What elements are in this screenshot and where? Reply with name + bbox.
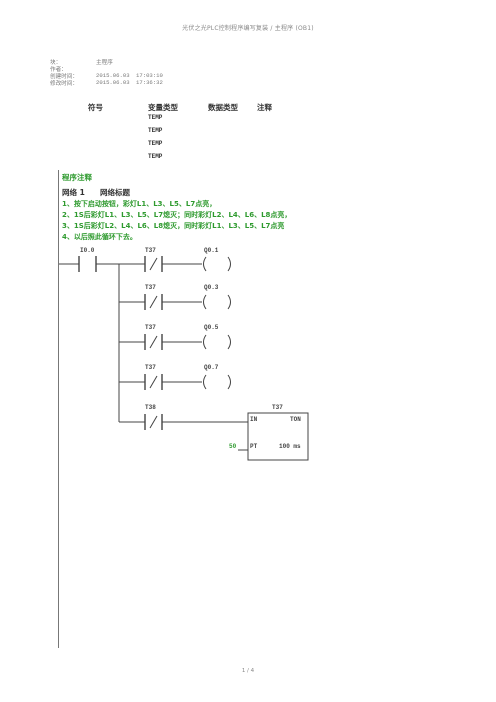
branch-contact-label: T37 [145,324,156,331]
symbol-table-header-var-type: 变量类型 [148,103,178,112]
meta-modified-time: 17:36:32 [136,79,163,86]
contact-label-main: I0.0 [80,247,95,254]
coil-right [227,256,231,272]
symbol-table-header-comment: 注释 [257,103,272,112]
symbol-table-header-data-type: 数据类型 [208,103,238,112]
symbol-table-cell: TEMP [148,114,163,121]
timer-pt-label: PT [250,443,258,450]
meta-block-label: 块： [50,59,62,66]
contact-nc-slash [149,375,158,389]
branch-coil-label: Q0.7 [204,364,219,371]
coil-right [227,374,231,390]
meta-block-value: 主程序 [96,59,113,66]
timer-contact-label: T38 [145,404,156,411]
contact-nc-slash [149,295,158,309]
network-comment-line: 4、以后照此循环下去。 [62,233,137,241]
meta-created-time: 17:03:10 [136,72,163,79]
meta-modified-label: 修改时间： [50,80,78,87]
page-footer: 1 / 4 [241,668,255,674]
coil-left [203,374,207,390]
network-comment-line: 3、1S后彩灯L2、L4、L6、L8熄灭，同时彩灯L1、L3、L5、L7点亮 [62,222,285,230]
network-comment-line: 2、1S后彩灯L1、L3、L5、L7熄灭；同时彩灯L2、L4、L6、L8点亮， [62,211,292,219]
branch-contact-label: T37 [145,364,156,371]
page-header: 光伏之光PLC控制程序编写复装 / 主程序 (OB1) [182,25,314,32]
coil-left [203,294,207,310]
branch-contact-label: T37 [145,284,156,291]
symbol-table-header-symbol: 符号 [88,103,103,112]
contact-nc-slash [149,415,158,429]
branch-coil-label: Q0.5 [204,324,219,331]
coil-right [227,294,231,310]
symbol-table-cell: TEMP [148,127,163,134]
meta-created-date: 2015.06.03 [96,72,130,79]
timer-box [247,412,309,461]
coil-left [203,256,207,272]
network-label: 网络 1 [62,188,85,197]
coil-right [227,334,231,350]
timer-pt-value: 50 [229,443,237,450]
meta-modified-date: 2015.06.03 [96,79,130,86]
coil-left [203,334,207,350]
symbol-table-cell: TEMP [148,140,163,147]
meta-author-label: 作者： [50,66,67,73]
timer-type-label: TON [290,416,301,423]
contact-nc-slash [149,257,158,271]
timer-time-base: 100 ms [279,443,301,450]
network-title: 网络标题 [100,188,130,197]
symbol-table-cell: TEMP [148,153,163,160]
program-comment-title: 程序注释 [62,173,92,182]
branch-contact-label: T37 [145,247,156,254]
timer-in-label: IN [250,416,258,423]
network-comment-line: 1、按下启动按钮，彩灯L1、L3、L5、L7点亮， [62,200,217,208]
program-left-border [58,170,59,648]
timer-name-label: T37 [272,404,283,411]
contact-nc-slash [149,335,158,349]
branch-coil-label: Q0.3 [204,284,219,291]
meta-created-label: 创建时间： [50,73,78,80]
branch-coil-label: Q0.1 [204,247,219,254]
